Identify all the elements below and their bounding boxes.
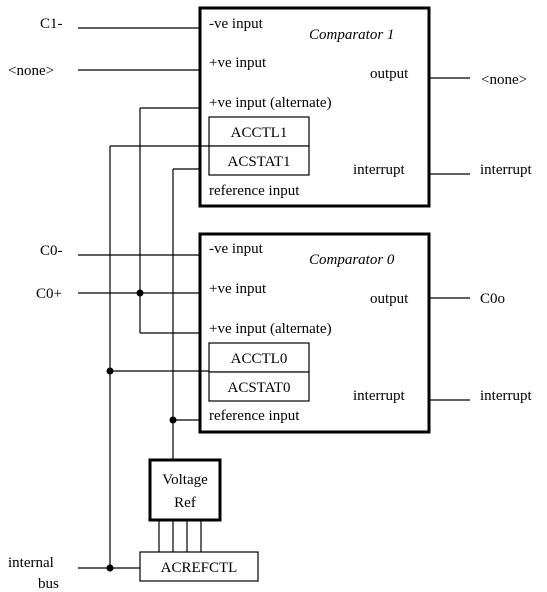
voltage-ref-outline [148,458,222,522]
junction-bus-acrefctl [106,564,114,572]
comparator-1-pos-input-label: +ve input [209,55,267,71]
comparator-0-output-label: output [370,291,409,307]
acrefctl-register-label: ACREFCTL [161,560,238,576]
voltage-ref-label-line2: Ref [174,495,196,511]
signal-wires [78,27,470,569]
acrefctl-register [139,551,259,582]
junction-bus-comparator-0 [106,367,114,375]
acstat1-register [208,145,310,176]
comparator-0-pos-input-label: +ve input [209,281,267,297]
c1-plus-label: <none> [8,63,54,79]
c1-interrupt-label: interrupt [480,162,532,178]
comparator-1-output-label: output [370,66,409,82]
voltage-ref-label-line1: Voltage [162,472,208,488]
c0-plus-label: C0+ [36,286,62,302]
acctl1-register [208,116,310,147]
comparator-0-reference-input-label: reference input [209,408,300,424]
comparator-1-pos-input-alt-label: +ve input (alternate) [209,95,332,111]
c1-minus-label: C1- [40,16,63,32]
c0-output-label: C0o [480,291,505,307]
comparator-1-interrupt-label: interrupt [353,162,405,178]
comparator-1-block: Comparator 1 -ve input +ve input +ve inp… [198,6,431,208]
comparator-0-neg-input-label: -ve input [209,241,264,257]
comparator-1-title: Comparator 1 [309,27,394,43]
comparator-0-block: Comparator 0 -ve input +ve input +ve inp… [198,232,431,434]
c0-interrupt-label: interrupt [480,388,532,404]
junction-vref-comparator-0 [169,416,177,424]
acrefctl-register-block: ACREFCTL [139,551,259,582]
acctl0-register-label: ACCTL0 [231,351,288,367]
acctl1-register-label: ACCTL1 [231,125,288,141]
comparator-0-interrupt-label: interrupt [353,388,405,404]
acstat1-register-label: ACSTAT1 [228,154,291,170]
junction-c0-plus [136,289,144,297]
comparator-0-pos-input-alt-label: +ve input (alternate) [209,321,332,337]
c0-minus-label: C0- [40,243,63,259]
comparator-0-title: Comparator 0 [309,252,395,268]
acstat0-register [208,371,310,402]
comparator-1-reference-input-label: reference input [209,183,300,199]
comparator-1-neg-input-label: -ve input [209,16,264,32]
c1-output-label: <none> [481,72,527,88]
internal-bus-label-line2: bus [38,576,59,592]
acstat0-register-label: ACSTAT0 [228,380,291,396]
internal-bus-label-line1: internal [8,555,54,571]
voltage-ref-block: Voltage Ref [148,458,222,522]
